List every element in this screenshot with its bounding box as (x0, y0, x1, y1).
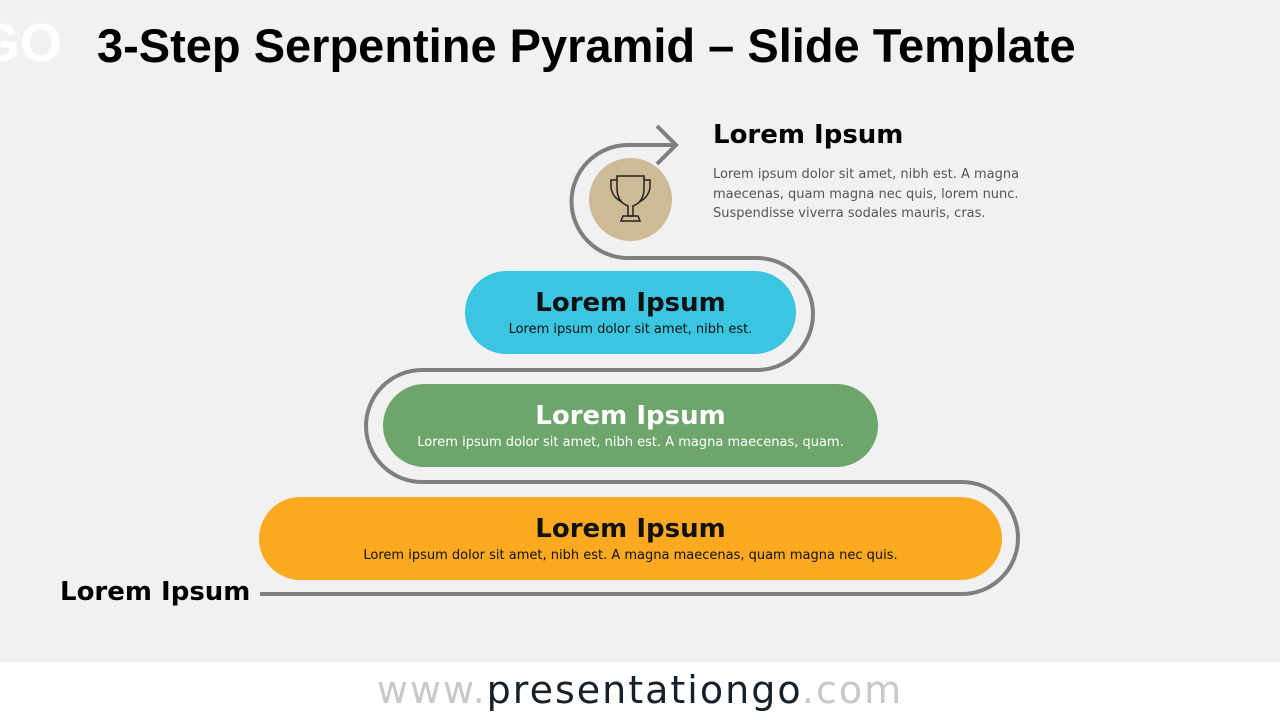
step-2-title: Lorem Ipsum (535, 400, 726, 431)
step-2-desc: Lorem ipsum dolor sit amet, nibh est. A … (417, 434, 844, 450)
footer-brand: presentationgo (486, 668, 802, 712)
step-3-title: Lorem Ipsum (535, 287, 726, 318)
start-label: Lorem Ipsum (60, 577, 251, 607)
goal-description: Lorem ipsum dolor sit amet, nibh est. A … (713, 167, 1020, 221)
footer-suffix: .com (801, 668, 904, 712)
step-3-bar: Lorem Ipsum Lorem ipsum dolor sit amet, … (465, 271, 796, 354)
footer-url: www.presentationgo.com (0, 662, 1280, 720)
goal-circle (589, 158, 672, 241)
step-3-desc: Lorem ipsum dolor sit amet, nibh est. (508, 321, 753, 337)
step-1-title: Lorem Ipsum (535, 513, 726, 544)
goal-title: Lorem Ipsum (713, 120, 904, 150)
step-1-bar: Lorem Ipsum Lorem ipsum dolor sit amet, … (259, 497, 1002, 580)
serpentine-line (260, 143, 1020, 596)
trophy-icon (610, 175, 651, 222)
arrow-head-icon (655, 124, 679, 166)
footer-prefix: www. (376, 668, 487, 712)
slide-title: 3-Step Serpentine Pyramid – Slide Templa… (97, 19, 1076, 72)
step-1-desc: Lorem ipsum dolor sit amet, nibh est. A … (363, 547, 898, 563)
logo: GO (0, 13, 63, 73)
step-2-bar: Lorem Ipsum Lorem ipsum dolor sit amet, … (383, 384, 878, 467)
